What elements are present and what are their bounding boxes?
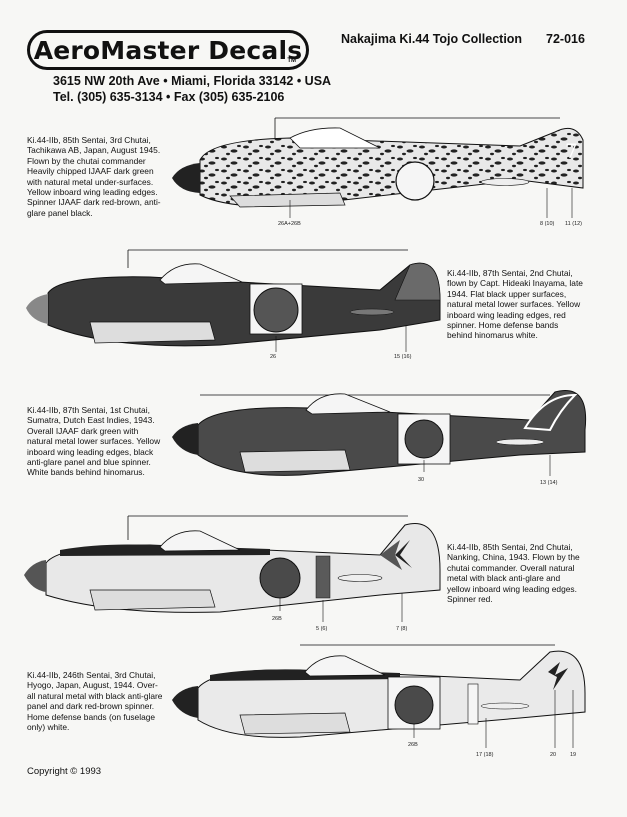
profile-2-caption: Ki.44-IIb, 87th Sentai, 2nd Chutai, flow… [447,268,583,341]
sheet-number: 72-016 [546,32,585,46]
profile-5-label-4: 19 [570,752,576,758]
profile-3-label-2: 13 (14) [540,480,558,486]
profile-4-label-2: 5 (6) [316,626,327,632]
profile-2-label-2: 15 (16) [394,354,412,360]
profile-4-aircraft: 26B 5 (6) 7 (8) [24,515,441,632]
profile-5-label-1: 26B [408,742,418,748]
logo-text: AeroMaster Decals [33,35,303,65]
copyright-notice: Copyright © 1993 [27,766,102,777]
profile-1-caption: Ki.44-IIb, 85th Sentai, 3rd Chutai, Tach… [27,135,161,218]
logo-trademark: TM [287,58,296,64]
collection-title: Nakajima Ki.44 Tojo Collection [341,32,523,46]
profile-1-label-3: 11 (12) [565,221,582,227]
profile-5-label-2: 17 (18) [476,752,494,758]
profile-5-label-3: 20 [550,752,556,758]
profile-4-label-1: 26B [272,616,282,622]
profile-3-label-1: 30 [418,477,424,483]
profile-3-caption: Ki.44-IIb, 87th Sentai, 1st Chutai, Suma… [27,405,161,478]
profile-3-aircraft: 30 13 (14) [172,390,587,486]
profile-1-label-1: 26A+26B [278,221,301,227]
profile-2-label-1: 26 [270,354,276,360]
tail-marking-1: 7 [565,139,578,163]
company-phone-fax: Tel. (305) 635-3134 • Fax (305) 635-2106 [53,90,285,104]
profile-2-aircraft: 26 15 (16) [26,249,441,360]
profile-4-caption: Ki.44-IIb, 85th Sentai, 2nd Chutai, Nank… [447,542,580,605]
company-address: 3615 NW 20th Ave • Miami, Florida 33142 … [53,74,332,88]
aeromaster-logo: AeroMaster Decals TM [27,30,309,70]
profile-4-label-3: 7 (8) [396,626,407,632]
profile-1-label-2: 8 (10) [540,221,555,227]
profile-1-aircraft: 7 26A+26B 8 (10) 11 (12) [172,117,584,227]
profile-5-aircraft: 26B 17 (18) 20 19 [172,644,586,758]
profile-5-caption: Ki.44-IIb, 246th Sentai, 3rd Chutai, Hyo… [27,670,163,733]
